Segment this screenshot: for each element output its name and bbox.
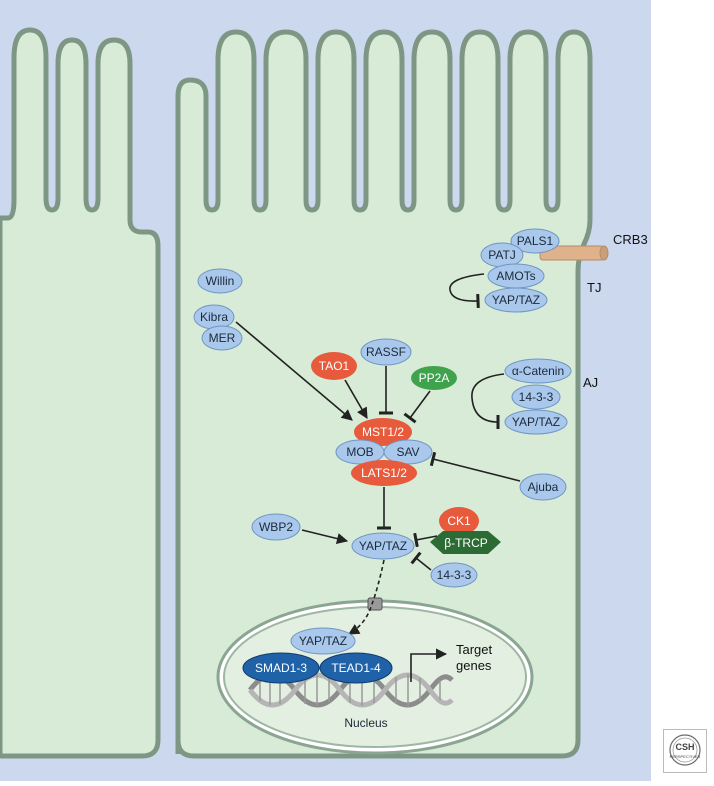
pp2a-label: PP2A [419, 371, 450, 385]
transcription-arrow [410, 648, 448, 682]
mob-label: MOB [346, 445, 373, 459]
amots-inhibits-yaptaz [449, 273, 485, 309]
willin-label: Willin [206, 274, 235, 288]
wbp2-label: WBP2 [259, 520, 293, 534]
logo-text-bottom: PERSPECTIVES [670, 754, 701, 759]
ajuba-inhibits-lats [429, 451, 521, 482]
yaptaz-main-protein [351, 532, 415, 560]
14-3-3-inhibits-yaptaz [410, 551, 432, 571]
crb3-end [599, 245, 609, 261]
nucleus-label: Nucleus [344, 716, 387, 730]
mst12-protein [354, 418, 412, 446]
tao1-protein [311, 352, 357, 380]
yaptaz-nuclear-label: YAP/TAZ [299, 634, 347, 648]
14-3-3-aj-protein [511, 384, 561, 410]
ck1-protein [439, 507, 479, 535]
14-3-3-aj-label: 14-3-3 [519, 390, 554, 404]
wbp2-to-yaptaz-arrow [301, 529, 349, 545]
left-cell [0, 27, 161, 759]
target-genes-line1: Target [456, 642, 493, 657]
lats12-label: LATS1/2 [361, 466, 407, 480]
pals1-label: PALS1 [517, 234, 554, 248]
nuclear-pore [367, 597, 383, 611]
14-3-3-main-protein [430, 562, 478, 588]
btrcp-inhibits-yaptaz [413, 532, 438, 548]
rassf-label: RASSF [366, 345, 406, 359]
wbp2-protein [251, 513, 301, 541]
kibra-to-mst-arrow [235, 321, 353, 421]
smad-protein [242, 652, 320, 684]
pp2a-protein [411, 366, 457, 390]
mer-protein [201, 325, 243, 351]
willin-protein [197, 268, 243, 294]
right-cell [175, 29, 593, 759]
yaptaz-nuclear-import [348, 559, 385, 635]
ajuba-label: Ajuba [528, 480, 559, 494]
kibra-label: Kibra [200, 310, 228, 324]
csh-perspectives-logo: CSH PERSPECTIVES [663, 729, 707, 773]
pals1-protein [510, 228, 560, 254]
btrcp-label: β-TRCP [444, 536, 488, 550]
tead-protein [319, 652, 393, 684]
yaptaz-tj-label: YAP/TAZ [492, 293, 540, 307]
14-3-3-main-label: 14-3-3 [437, 568, 472, 582]
catenin-inhibits-yaptaz [471, 373, 505, 430]
yaptaz-tj-protein [484, 287, 548, 313]
logo-text-top: CSH [675, 742, 694, 752]
rassf-protein [360, 338, 412, 366]
smad-label: SMAD1-3 [255, 661, 307, 675]
alpha-catenin-label: α-Catenin [512, 364, 564, 378]
yaptaz-main-label: YAP/TAZ [359, 539, 407, 553]
yaptaz-nuclear-protein [290, 627, 356, 655]
tj-label: TJ [587, 280, 601, 295]
mer-label: MER [209, 331, 236, 345]
pp2a-inhibits-mst [403, 390, 431, 424]
yaptaz-aj-protein [504, 409, 568, 435]
alpha-catenin-protein [504, 358, 572, 384]
crb3-label: CRB3 [613, 232, 648, 247]
target-genes-line2: genes [456, 658, 492, 673]
aj-label: AJ [583, 375, 598, 390]
mst12-label: MST1/2 [362, 425, 404, 439]
patj-label: PATJ [488, 248, 516, 262]
btrcp-protein [430, 531, 501, 554]
ck1-label: CK1 [447, 514, 471, 528]
sav-label: SAV [396, 445, 419, 459]
tao1-label: TAO1 [319, 359, 350, 373]
amots-label: AMOTs [496, 269, 535, 283]
ajuba-protein [519, 473, 567, 501]
yaptaz-aj-label: YAP/TAZ [512, 415, 560, 429]
lats12-protein [351, 460, 417, 486]
tead-label: TEAD1-4 [331, 661, 381, 675]
tao1-to-mst-arrow [344, 379, 368, 419]
